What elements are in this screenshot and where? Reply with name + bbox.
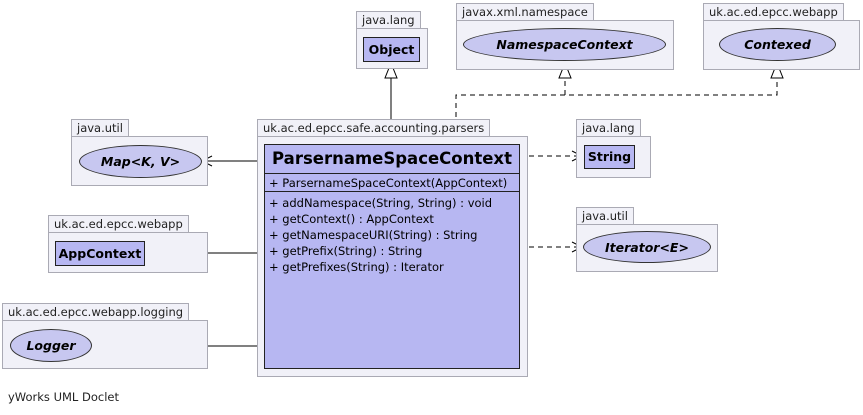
- package-webapp-left-tab: uk.ac.ed.epcc.webapp: [48, 215, 189, 232]
- interface-iterator[interactable]: Iterator<E>: [583, 231, 711, 263]
- package-java-util-right-tab: java.util: [576, 207, 634, 224]
- package-java-lang-top-tab: java.lang: [356, 11, 421, 28]
- main-class-methods: + addNamespace(String, String) : void + …: [265, 192, 519, 278]
- interface-contexed[interactable]: Contexed: [719, 28, 836, 61]
- interface-namespace-context[interactable]: NamespaceContext: [463, 28, 666, 61]
- interface-logger[interactable]: Logger: [10, 329, 92, 362]
- footer-credit: yWorks UML Doclet: [8, 390, 119, 404]
- method-row: + getContext() : AppContext: [269, 212, 434, 226]
- main-class-constructors: + ParsernameSpaceContext(AppContext): [265, 174, 519, 192]
- constructor-row: + ParsernameSpaceContext(AppContext): [269, 176, 508, 190]
- method-row: + getNamespaceURI(String) : String: [269, 228, 478, 242]
- package-webapp-top-tab: uk.ac.ed.epcc.webapp: [703, 3, 844, 20]
- method-row: + addNamespace(String, String) : void: [269, 196, 493, 210]
- main-class-name: ParsernameSpaceContext: [265, 145, 519, 174]
- method-row: + getPrefix(String) : String: [269, 244, 423, 258]
- interface-map[interactable]: Map<K, V>: [79, 145, 202, 178]
- package-java-util-left-tab: java.util: [71, 119, 129, 136]
- class-app-context[interactable]: AppContext: [55, 241, 145, 266]
- class-string[interactable]: String: [584, 145, 635, 169]
- package-javax-xml-namespace-tab: javax.xml.namespace: [456, 3, 594, 20]
- package-parsers-tab: uk.ac.ed.epcc.safe.accounting.parsers: [257, 119, 491, 136]
- package-webapp-logging-tab: uk.ac.ed.epcc.webapp.logging: [2, 303, 190, 320]
- class-object[interactable]: Object: [363, 37, 420, 62]
- class-parsername-space-context[interactable]: ParsernameSpaceContext + ParsernameSpace…: [264, 144, 520, 369]
- method-row: + getPrefixes(String) : Iterator: [269, 260, 444, 274]
- package-java-lang-right-tab: java.lang: [576, 119, 641, 136]
